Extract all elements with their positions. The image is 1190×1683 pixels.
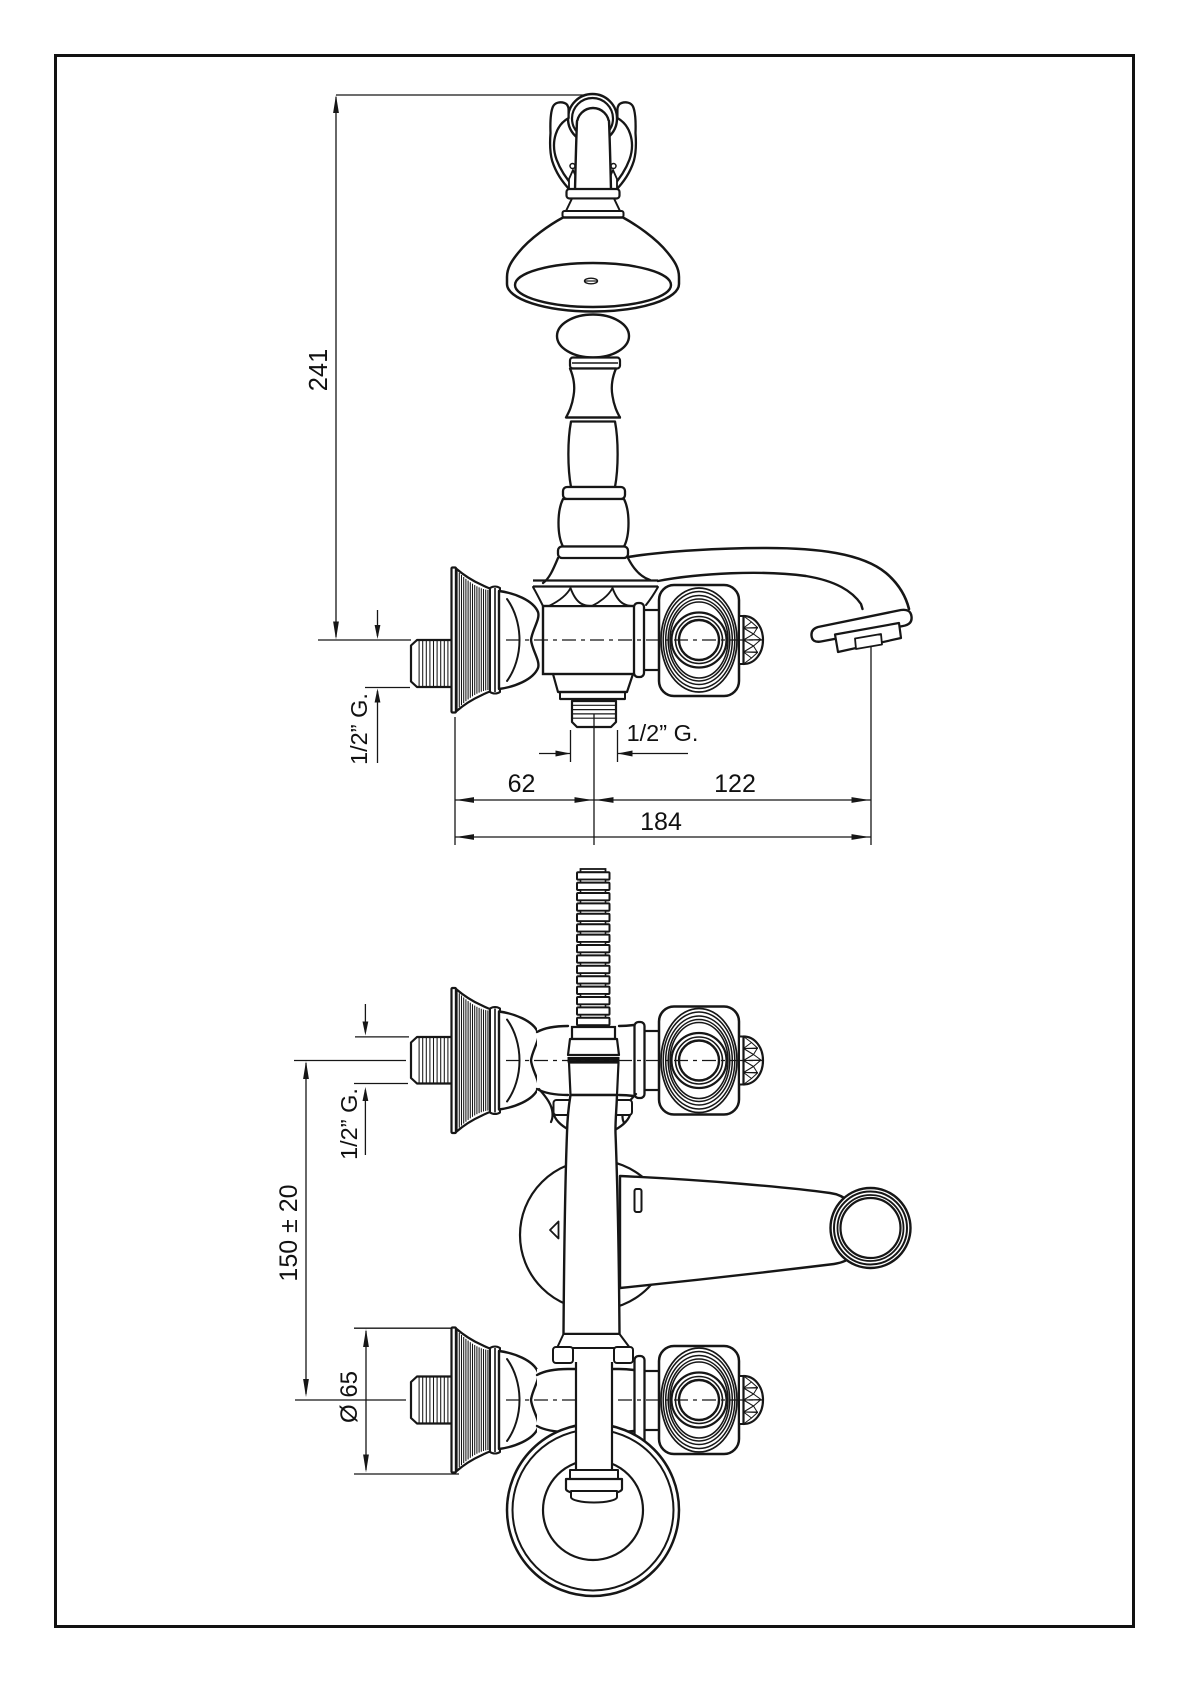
svg-text:1/2” G.: 1/2” G. xyxy=(627,720,699,746)
svg-text:62: 62 xyxy=(508,770,536,798)
svg-text:122: 122 xyxy=(714,770,756,798)
svg-text:Ø 65: Ø 65 xyxy=(336,1371,363,1423)
svg-text:1/2” G.: 1/2” G. xyxy=(346,693,372,765)
svg-text:184: 184 xyxy=(640,808,682,836)
svg-text:1/2” G.: 1/2” G. xyxy=(336,1088,362,1160)
svg-text:150 ± 20: 150 ± 20 xyxy=(275,1184,303,1281)
svg-text:241: 241 xyxy=(305,349,333,392)
